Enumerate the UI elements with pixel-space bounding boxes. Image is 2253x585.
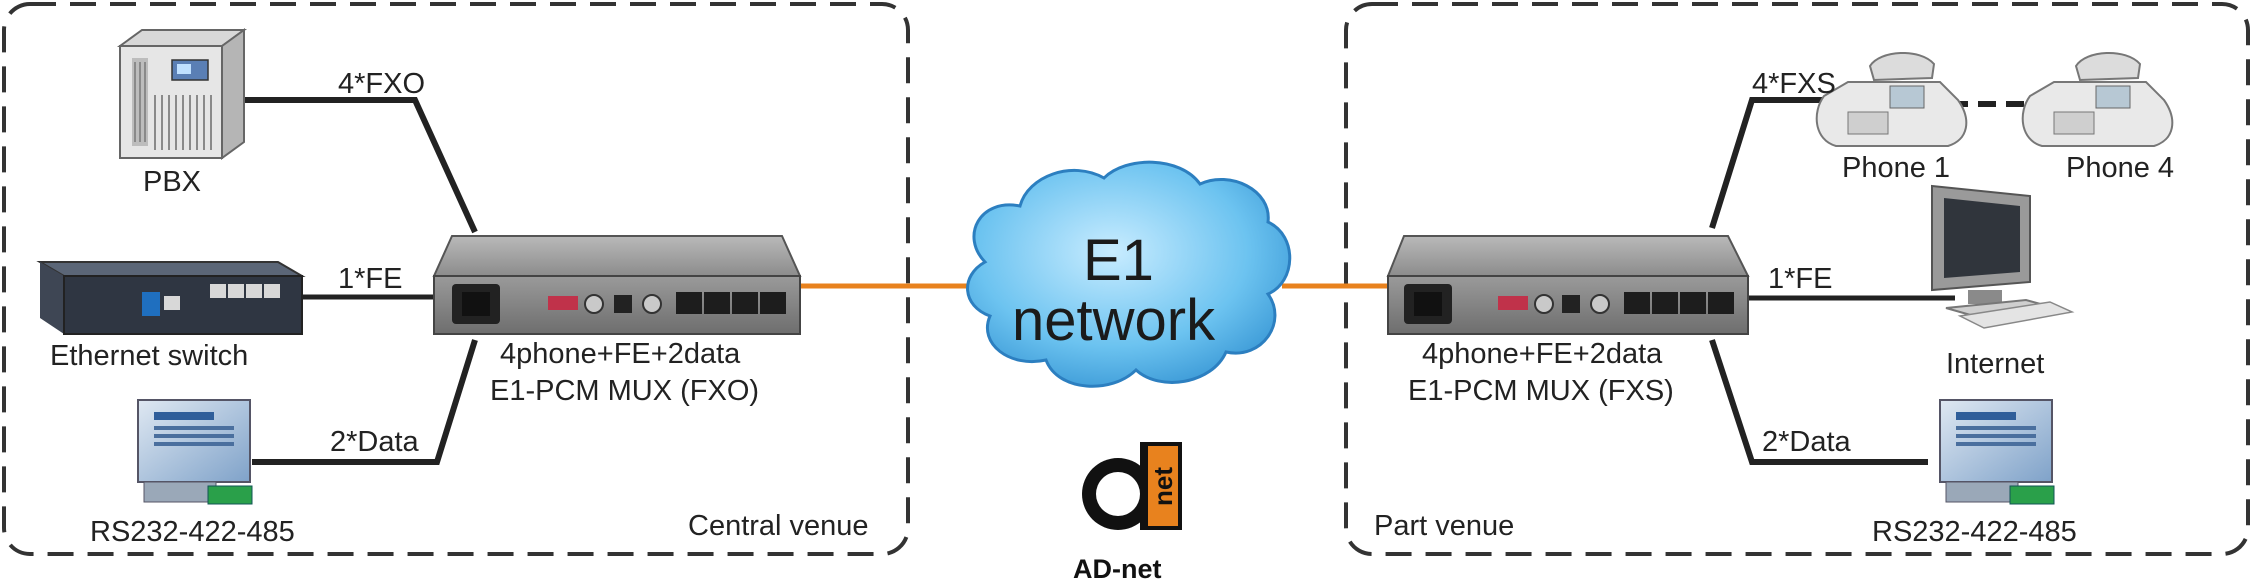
mux-fxs-label-line1: 4phone+FE+2data: [1422, 338, 1663, 370]
mux-fxs-label-line2: E1-PCM MUX (FXS): [1408, 375, 1674, 407]
mux-fxs-device-icon: [1386, 235, 1750, 335]
internet-label: Internet: [1946, 348, 2045, 380]
pbx-icon: [116, 28, 248, 160]
mux-fxo-label-line2: E1-PCM MUX (FXO): [490, 375, 760, 407]
ethernet-switch-label: Ethernet switch: [50, 340, 249, 372]
fxs-link-label: 4*FXS: [1752, 68, 1836, 100]
ethernet-switch-icon: [36, 261, 306, 335]
fxo-link-label: 4*FXO: [338, 68, 426, 100]
cable-fxo: [245, 97, 478, 234]
central-venue-box: [2, 2, 910, 556]
mux-fxo-label-line1: 4phone+FE+2data: [500, 338, 741, 370]
computer-icon: [1931, 184, 2075, 329]
serial-converter-central-icon: [137, 399, 253, 505]
phone-1-label: Phone 1: [1842, 152, 1951, 184]
part-venue-label: Part venue: [1374, 510, 1515, 542]
phone-4-label: Phone 4: [2066, 152, 2175, 184]
data-link-label-part: 2*Data: [1762, 426, 1851, 458]
part-venue-box: [1344, 2, 2250, 556]
phone-4-icon: [2021, 51, 2174, 147]
central-venue-label: Central venue: [688, 510, 869, 542]
fe-link-label-part: 1*FE: [1768, 263, 1833, 295]
pbx-label: PBX: [143, 166, 202, 198]
serial-converter-part-icon: [1939, 399, 2055, 505]
serial-label-central: RS232-422-485: [90, 516, 295, 548]
e1-network-label-line2: network: [1012, 288, 1216, 353]
ad-net-brand-name: AD-net: [1073, 554, 1162, 584]
serial-label-part: RS232-422-485: [1872, 516, 2077, 548]
ad-net-logo: [1082, 442, 1182, 530]
mux-fxo-device-icon: [432, 235, 802, 335]
cable-data-central: [252, 339, 478, 465]
fe-link-label-central: 1*FE: [338, 263, 403, 295]
phone-1-icon: [1815, 51, 1968, 147]
ad-net-logo-text: net: [1148, 467, 1178, 506]
e1-network-cloud-icon: [966, 160, 1292, 388]
data-link-label-central: 2*Data: [330, 426, 419, 458]
e1-network-label-line1: E1: [1083, 228, 1154, 293]
cable-data-part: [1709, 339, 1928, 465]
